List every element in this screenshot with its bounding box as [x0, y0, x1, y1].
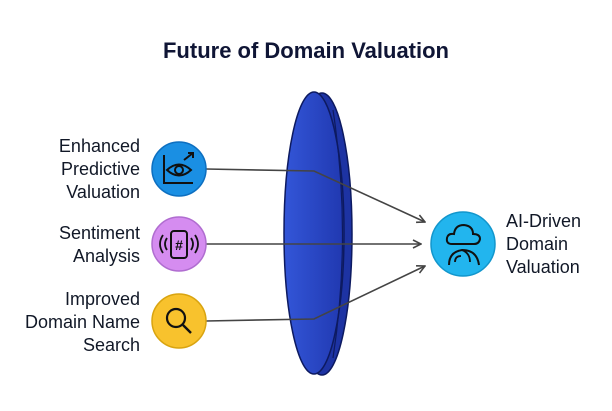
cloud-globe-icon	[430, 211, 496, 277]
diagram-title: Future of Domain Valuation	[162, 38, 449, 63]
connector-3	[205, 266, 425, 322]
lens	[283, 91, 353, 376]
search-icon	[151, 293, 207, 349]
eye-chart-icon	[151, 141, 207, 197]
connector-1	[205, 168, 425, 222]
phone-hashtag-icon: #	[151, 216, 207, 272]
svg-text:#: #	[175, 237, 183, 253]
